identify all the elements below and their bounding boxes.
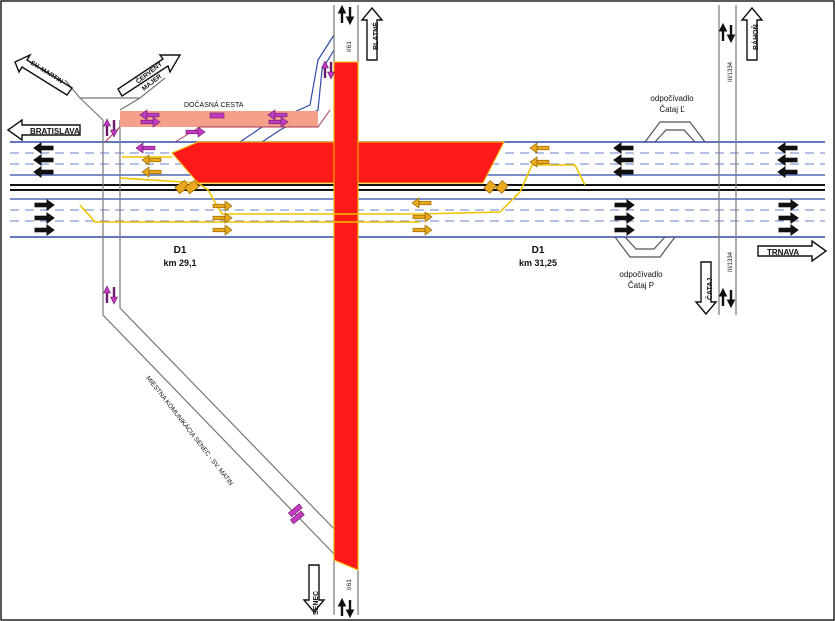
rest-area-top xyxy=(644,121,706,143)
local-road-senec-sv-martin xyxy=(102,120,341,556)
rest-area-bottom-label-2: Čataj P xyxy=(628,281,654,290)
local-road-label: MIESTNA KOMUNIKÁCIA SENEC - SV. MATIN xyxy=(144,374,236,488)
d1-left-label: D1 xyxy=(174,245,187,256)
road-i61-top-label: I/61 xyxy=(346,41,353,52)
cataj-arrow xyxy=(694,261,718,316)
km-left-label: km 29,1 xyxy=(163,258,196,268)
detour-arrows xyxy=(141,142,550,236)
rest-area-top-label-1: odpočívadlo xyxy=(650,94,694,103)
senec-label: SENEC xyxy=(313,591,320,615)
blatne-label: BLATNÉ xyxy=(371,22,380,50)
direction-arrows xyxy=(6,6,828,614)
road-iii-1334 xyxy=(718,5,737,315)
i61-closure xyxy=(333,61,359,571)
road-i61-bottom-label: I/61 xyxy=(346,579,353,590)
blatne-arrow xyxy=(360,6,384,61)
road-iii1334-top-label: III/1334 xyxy=(728,61,734,82)
d1-right-label: D1 xyxy=(532,245,545,256)
trnava-arrow xyxy=(757,239,828,263)
sv-martin-arrow xyxy=(14,53,74,96)
bratislava-label: BRATISLAVA xyxy=(30,127,80,136)
cerveny-majer-arrow xyxy=(117,54,182,97)
bratislava-arrow xyxy=(6,118,81,142)
docasna-cesta-label: DOČASNÁ CESTA xyxy=(184,100,244,109)
cataj-label: ČATAJ xyxy=(705,278,714,300)
bahon-arrow xyxy=(740,6,764,61)
bahon-label: BÁHOŇ xyxy=(751,24,760,50)
local-arrows xyxy=(102,59,336,525)
trnava-label: TRNAVA xyxy=(767,248,799,257)
rest-area-bottom xyxy=(614,236,676,258)
road-iii1334-bottom-label: III/1334 xyxy=(728,251,734,272)
rest-area-bottom-label-1: odpočívadlo xyxy=(619,270,663,279)
km-right-label: km 31,25 xyxy=(519,258,557,268)
senec-arrow xyxy=(302,564,326,614)
rest-area-top-label-2: Čataj Ľ xyxy=(659,105,685,114)
